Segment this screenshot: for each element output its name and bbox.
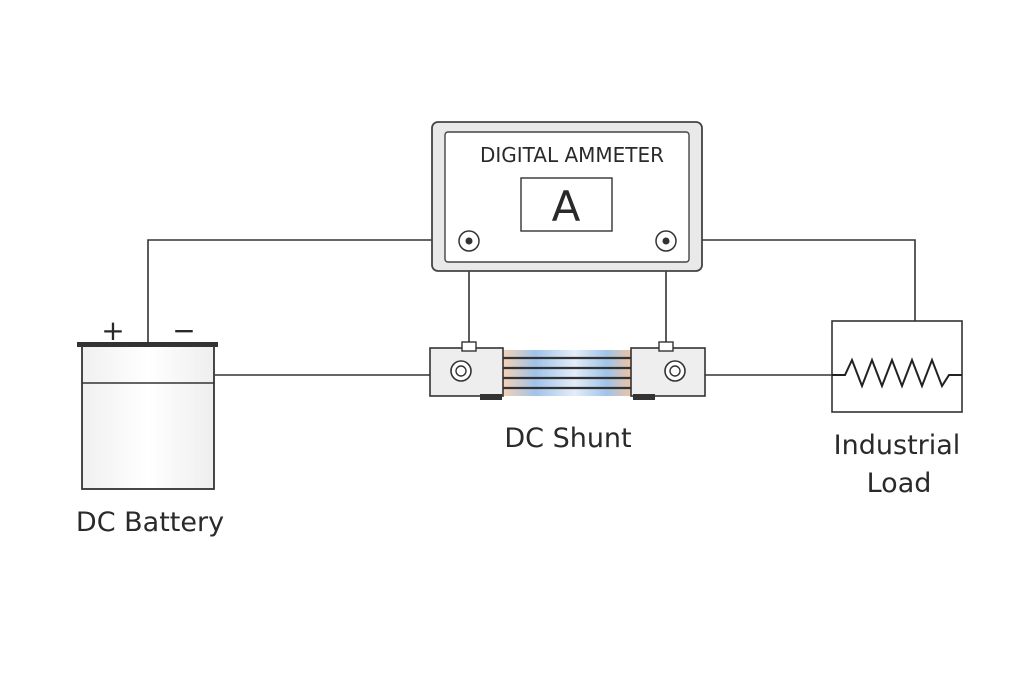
dc-battery: + − DC Battery <box>76 314 224 538</box>
ammeter-terminal-right-icon <box>655 230 677 252</box>
ammeter-title: DIGITAL AMMETER <box>480 143 664 167</box>
battery-negative-sign: − <box>172 314 195 347</box>
shunt-sense-tab-right <box>658 341 674 352</box>
load-label-line2: Load <box>867 468 932 499</box>
battery-positive-sign: + <box>101 314 124 347</box>
shunt-foot-right <box>633 394 655 400</box>
wire-battery-to-ammeter <box>147 239 432 344</box>
ammeter-unit-symbol: A <box>552 182 581 231</box>
digital-ammeter: DIGITAL AMMETER A <box>431 121 703 272</box>
shunt-foot-left <box>480 394 502 400</box>
shunt-sense-tab-left <box>461 341 477 352</box>
shunt-terminal-right-icon <box>664 360 686 382</box>
battery-label: DC Battery <box>76 507 224 538</box>
shunt-label: DC Shunt <box>504 423 631 454</box>
battery-top-plate <box>77 342 218 347</box>
shunt-terminal-left-icon <box>450 360 472 382</box>
ammeter-display <box>520 177 613 232</box>
dc-shunt: DC Shunt <box>429 341 706 454</box>
wire-ammeter-to-load <box>702 239 916 321</box>
ammeter-terminal-left-icon <box>458 230 480 252</box>
battery-body <box>81 345 215 490</box>
load-box <box>831 320 963 413</box>
industrial-load: Industrial Load <box>831 320 963 499</box>
resistor-zigzag-icon <box>832 357 962 389</box>
load-label-line1: Industrial <box>834 430 961 461</box>
